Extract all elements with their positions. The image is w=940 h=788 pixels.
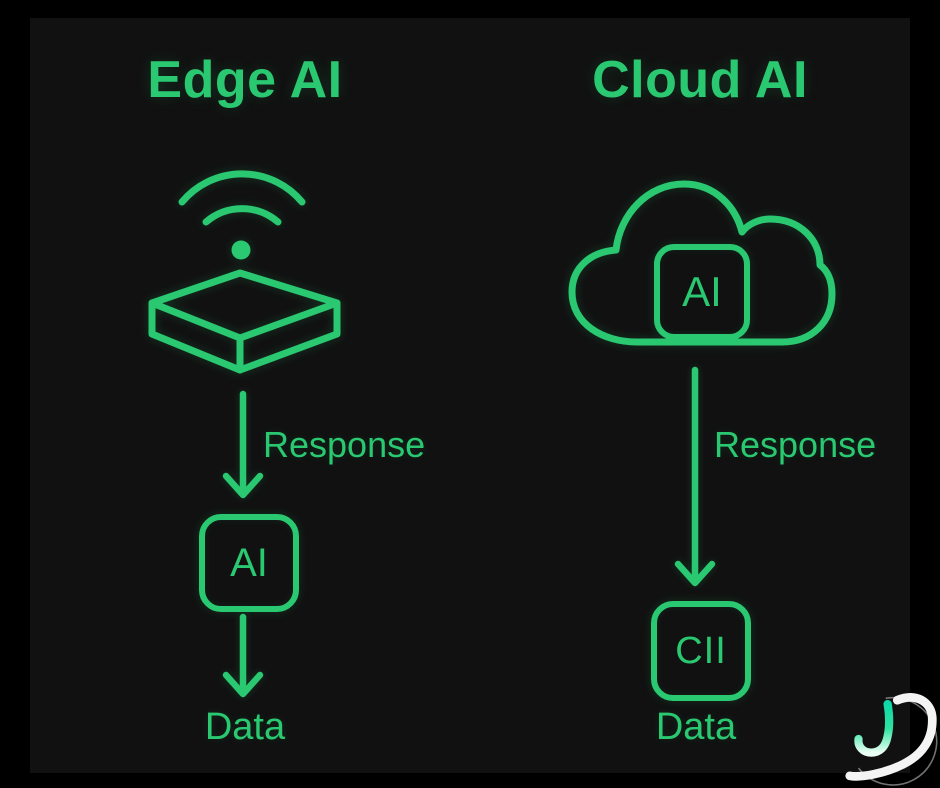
brand-logo-icon xyxy=(845,693,938,786)
infographic-panel xyxy=(30,18,910,773)
cloud-ai-chip: AI xyxy=(654,244,750,340)
cloud-cii-chip-label: CII xyxy=(675,629,727,672)
edge-device-icon xyxy=(148,170,341,374)
edge-ai-chip-label: AI xyxy=(230,540,268,585)
cloud-icon xyxy=(568,180,836,346)
cloud-response-label: Response xyxy=(714,424,877,465)
cloud-ai-chip-label: AI xyxy=(682,268,722,315)
cloud-cii-chip: CII xyxy=(651,601,751,701)
edge-ai-title: Edge AI xyxy=(147,51,343,109)
cloud-response-arrow-icon xyxy=(674,366,716,587)
edge-data-arrow-icon xyxy=(222,613,264,698)
edge-response-label: Response xyxy=(263,424,426,465)
edge-data-label: Data xyxy=(204,706,286,748)
edge-ai-chip: AI xyxy=(199,514,299,612)
cloud-data-label: Data xyxy=(655,706,737,748)
cloud-ai-title: Cloud AI xyxy=(592,51,808,109)
edge-response-arrow-icon xyxy=(222,390,264,499)
